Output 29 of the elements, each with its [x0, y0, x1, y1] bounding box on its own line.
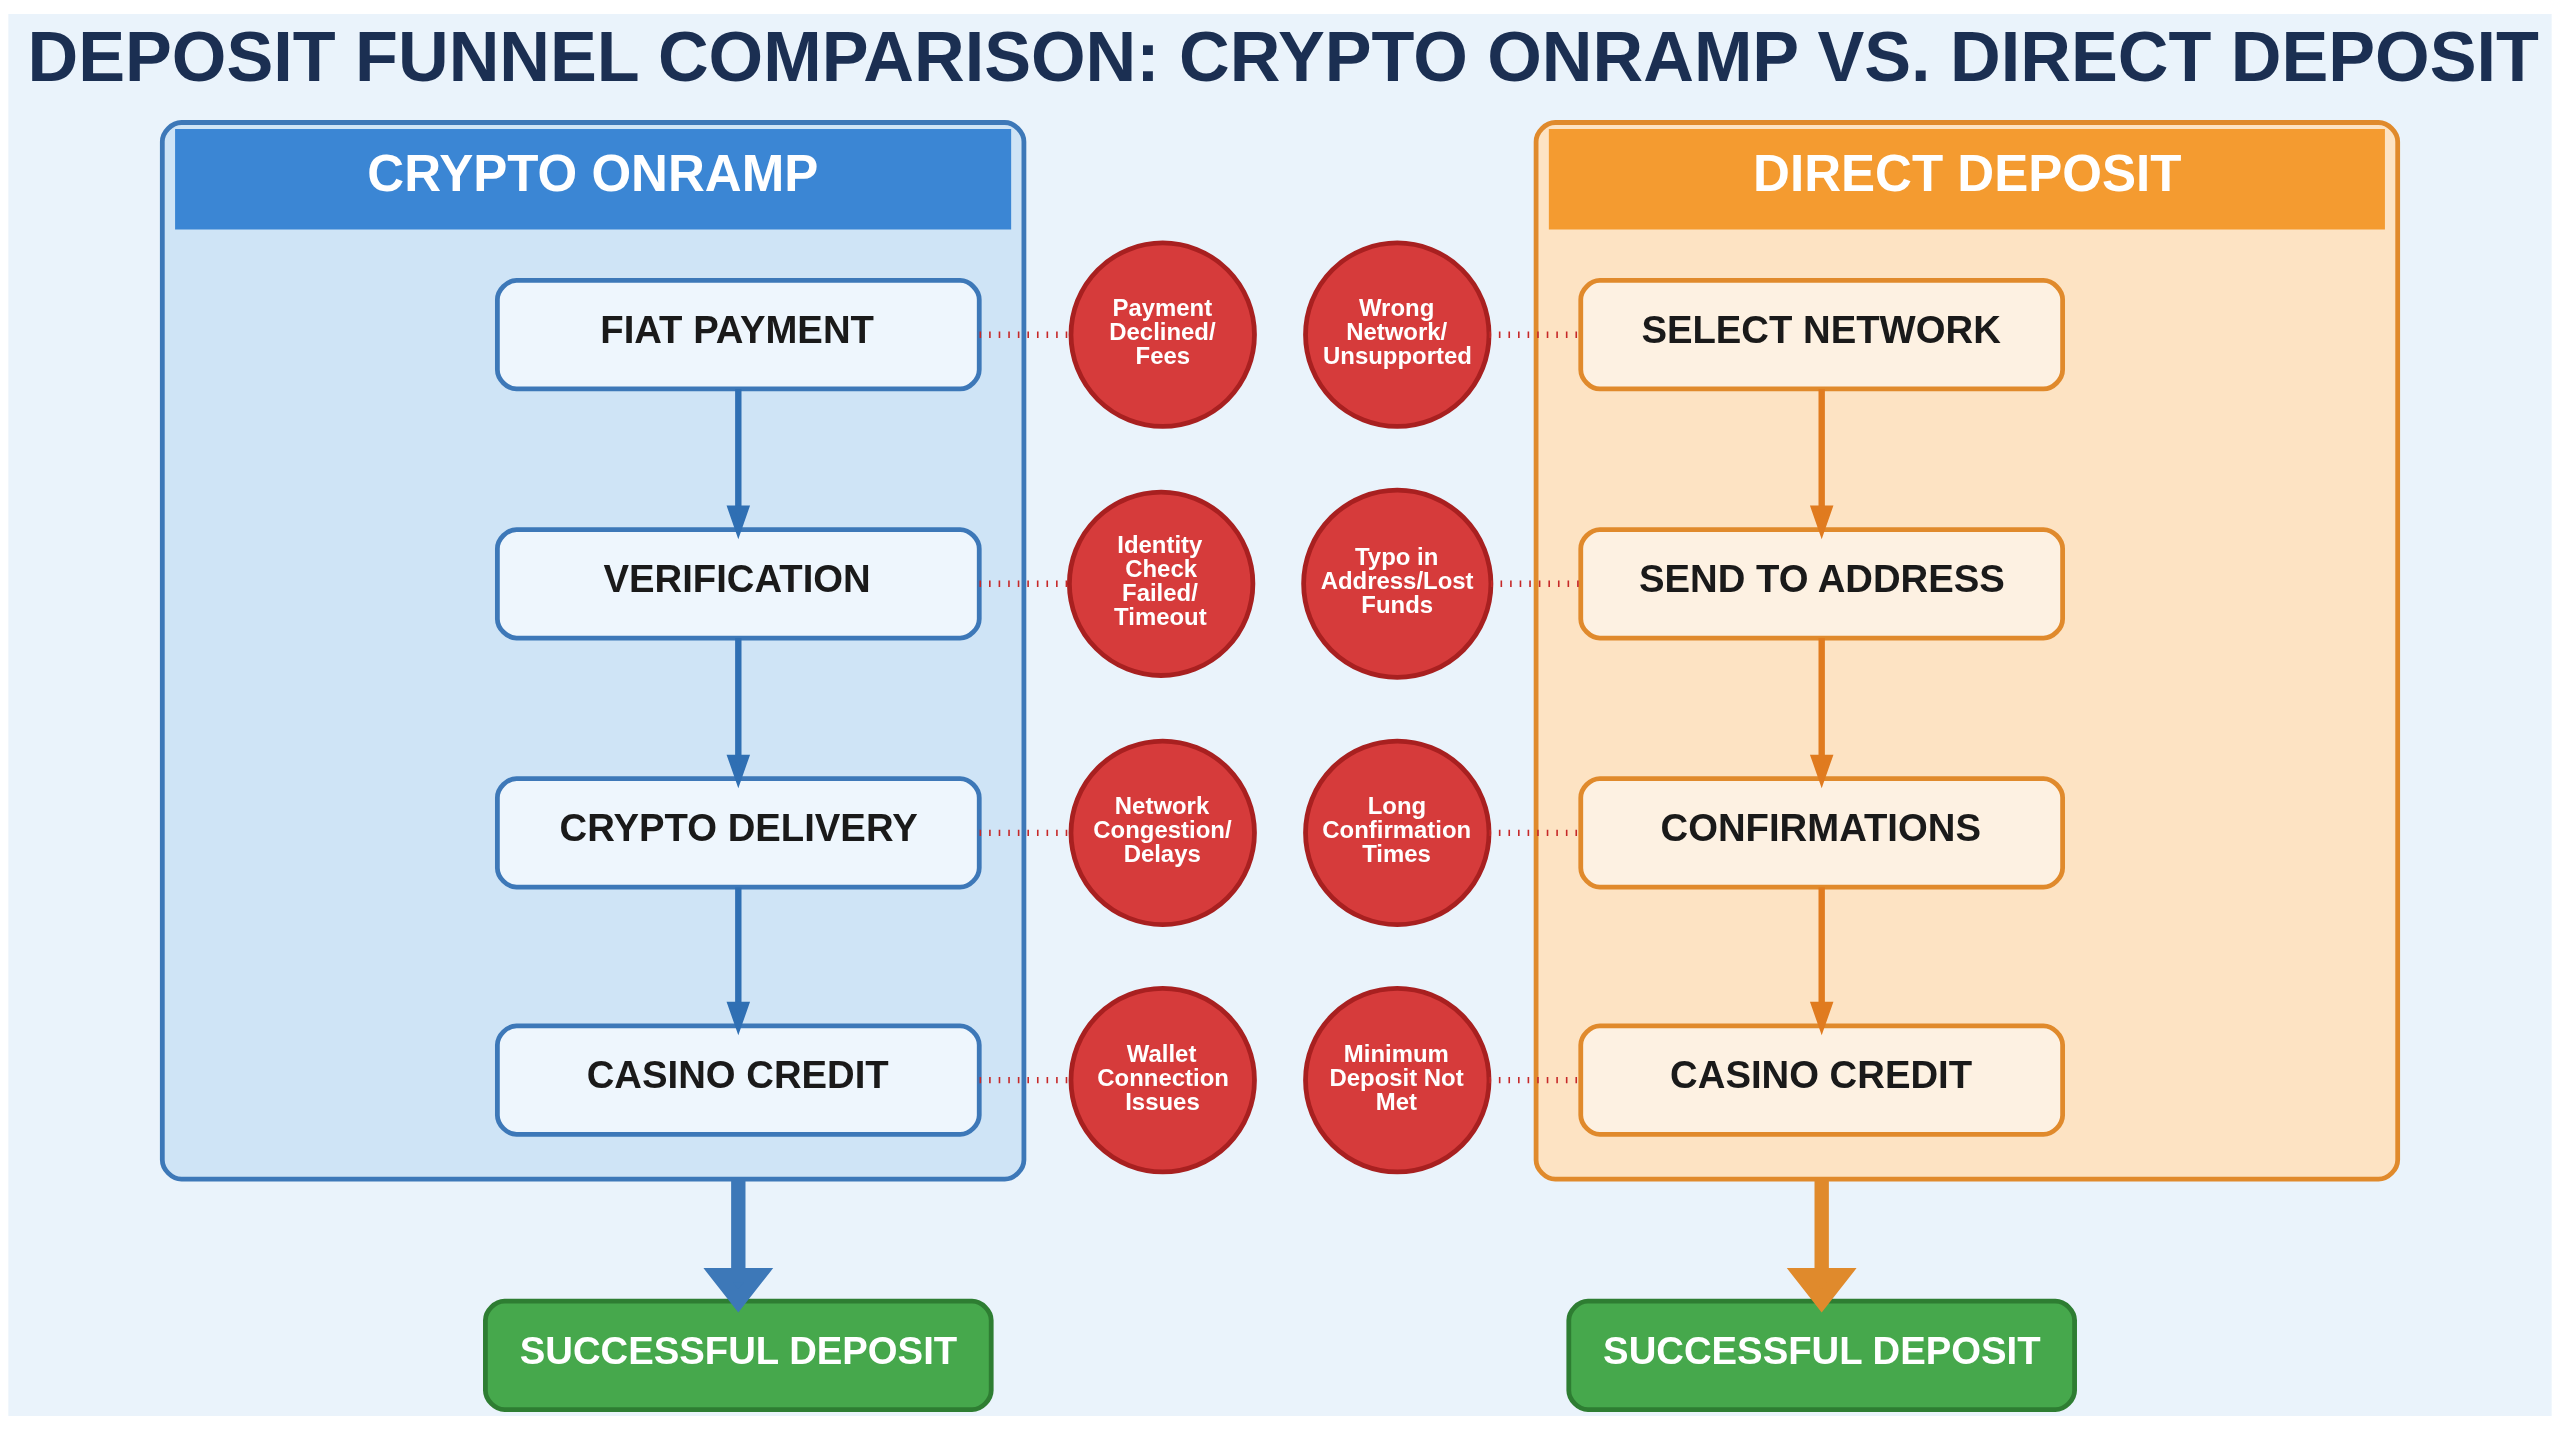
node-box: FIAT PAYMENT — [495, 277, 982, 391]
node-circle: Long Confirmation Times — [1303, 738, 1492, 927]
arrow — [1809, 388, 1834, 539]
node-circle: Wallet Connection Issues — [1068, 985, 1257, 1174]
node-box: SUCCESSFUL DEPOSIT — [483, 1298, 994, 1412]
arrow — [726, 886, 751, 1035]
arrow — [1809, 637, 1834, 788]
node-box: CRYPTO DELIVERY — [495, 775, 982, 889]
node-box: CONFIRMATIONS — [1578, 775, 2065, 889]
node-box: VERIFICATION — [495, 526, 982, 640]
node-box: CASINO CREDIT — [495, 1023, 982, 1137]
connector — [1490, 580, 1581, 587]
node-circle: Network Congestion/ Delays — [1068, 738, 1257, 927]
diagram-title: DEPOSIT FUNNEL COMPARISON: CRYPTO ONRAMP VS. DIRECT DEPOSIT — [27, 16, 2539, 96]
node-box: SEND TO ADDRESS — [1578, 526, 2065, 640]
node-box: SUCCESSFUL DEPOSIT — [1566, 1298, 2077, 1412]
arrow — [1786, 1178, 1857, 1312]
node-circle: Minimum Deposit Not Met — [1303, 985, 1492, 1174]
node-circle: Identity Check Failed/ Timeout — [1067, 489, 1256, 678]
node-circle: Wrong Network/ Unsupported — [1303, 240, 1492, 429]
arrow — [1809, 886, 1834, 1035]
arrow — [726, 388, 751, 539]
arrow — [703, 1178, 774, 1312]
arrow — [726, 637, 751, 788]
node-box: SELECT NETWORK — [1578, 277, 2065, 391]
node-box: CASINO CREDIT — [1578, 1023, 2065, 1137]
node-circle: Typo in Address/Lost Funds — [1301, 487, 1494, 680]
node-circle: Payment Declined/ Fees — [1068, 240, 1257, 429]
connector — [979, 580, 1069, 587]
